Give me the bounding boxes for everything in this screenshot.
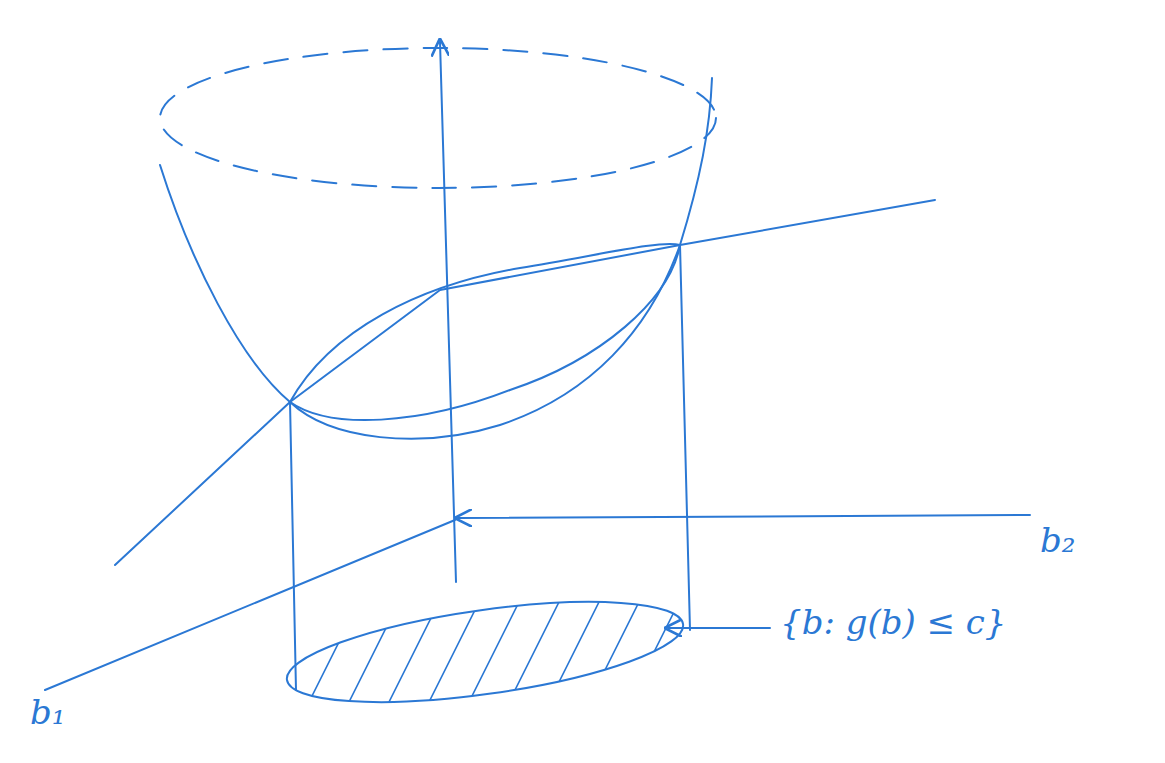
secant-line <box>115 200 935 565</box>
bowl-rim <box>160 48 716 188</box>
drop-line <box>290 402 296 690</box>
level-curve <box>290 244 680 420</box>
hatching <box>300 600 720 720</box>
leader-line <box>668 627 770 629</box>
vertical-axis <box>440 42 456 582</box>
b1-axis <box>45 520 455 690</box>
sublevel-set <box>281 583 689 722</box>
set-label: {b: g(b) ≤ c} <box>780 604 1007 641</box>
bowl-surface <box>160 78 712 439</box>
b2-axis <box>458 515 1030 518</box>
axis-label: b₂ <box>1040 522 1075 559</box>
axis-label: b₁ <box>30 694 65 731</box>
drop-line <box>680 245 690 630</box>
